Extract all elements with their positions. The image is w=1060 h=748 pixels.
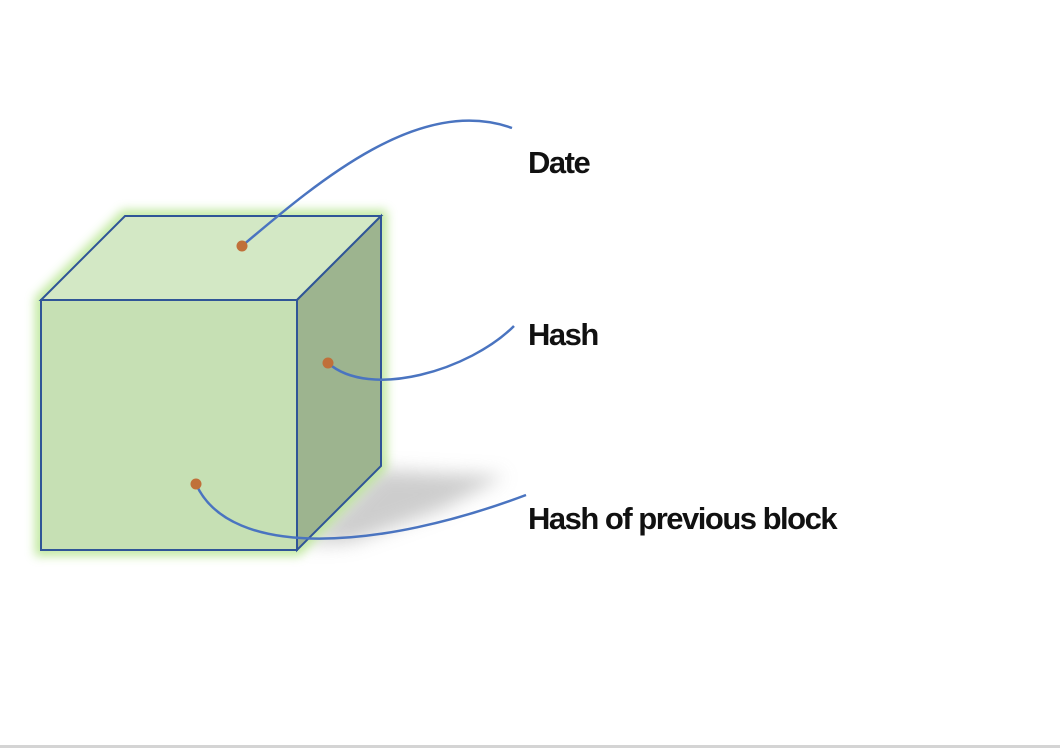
label-date: Date — [528, 145, 590, 180]
cube-shadow — [306, 470, 505, 545]
connector-date — [241, 119, 513, 247]
bottom-divider — [0, 745, 1060, 748]
block-cube — [38, 213, 384, 553]
cube-front-face — [40, 299, 298, 551]
anchor-dot-hash — [322, 357, 334, 369]
label-previous-hash: Hash of previous block — [528, 501, 838, 536]
anchor-dot-date — [236, 240, 248, 252]
label-hash: Hash — [528, 317, 598, 352]
connector-previous-hash — [194, 483, 527, 540]
cube-side-face — [296, 213, 382, 553]
anchor-dot-previous-hash — [190, 478, 202, 490]
connector-hash — [327, 325, 515, 381]
